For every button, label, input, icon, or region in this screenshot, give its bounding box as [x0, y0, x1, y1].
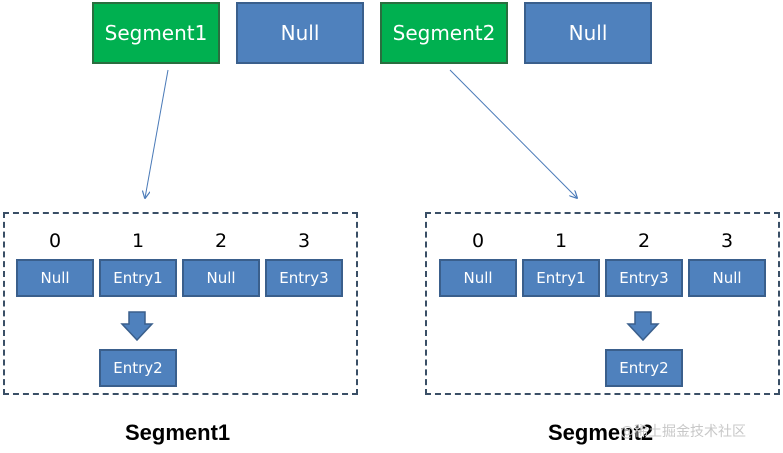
pointer-arrow-segment2: [449, 69, 577, 198]
right-cell-2: Entry3: [605, 259, 683, 297]
left-cell-1: Entry1: [99, 259, 177, 297]
right-index-2: 2: [637, 230, 651, 252]
left-index-1: 1: [131, 230, 145, 252]
segment2-box: Segment2: [380, 2, 508, 64]
down-arrow-icon-left: [120, 311, 154, 342]
right-index-0: 0: [471, 230, 485, 252]
left-index-3: 3: [297, 230, 311, 252]
caption-segment2: Segment2: [548, 420, 654, 445]
right-index-3: 3: [720, 230, 734, 252]
segment2-container: [425, 212, 780, 395]
left-index-2: 2: [214, 230, 228, 252]
null-box-2: Null: [524, 2, 652, 64]
right-cell-3: Null: [688, 259, 766, 297]
right-cell-1: Entry1: [522, 259, 600, 297]
right-cell-0: Null: [439, 259, 517, 297]
left-chained-entry: Entry2: [99, 349, 177, 387]
pointer-arrow-segment1: [145, 69, 169, 198]
right-chained-entry: Entry2: [605, 349, 683, 387]
segment1-container: [3, 212, 358, 395]
left-cell-3: Entry3: [265, 259, 343, 297]
null-box-1: Null: [236, 2, 364, 64]
left-cell-0: Null: [16, 259, 94, 297]
down-arrow-icon-right: [626, 311, 660, 342]
watermark: @稀土掘金技术社区: [620, 424, 746, 440]
left-index-0: 0: [48, 230, 62, 252]
right-index-1: 1: [554, 230, 568, 252]
caption-segment1: Segment1: [125, 420, 231, 445]
segment1-box: Segment1: [92, 2, 220, 64]
left-cell-2: Null: [182, 259, 260, 297]
